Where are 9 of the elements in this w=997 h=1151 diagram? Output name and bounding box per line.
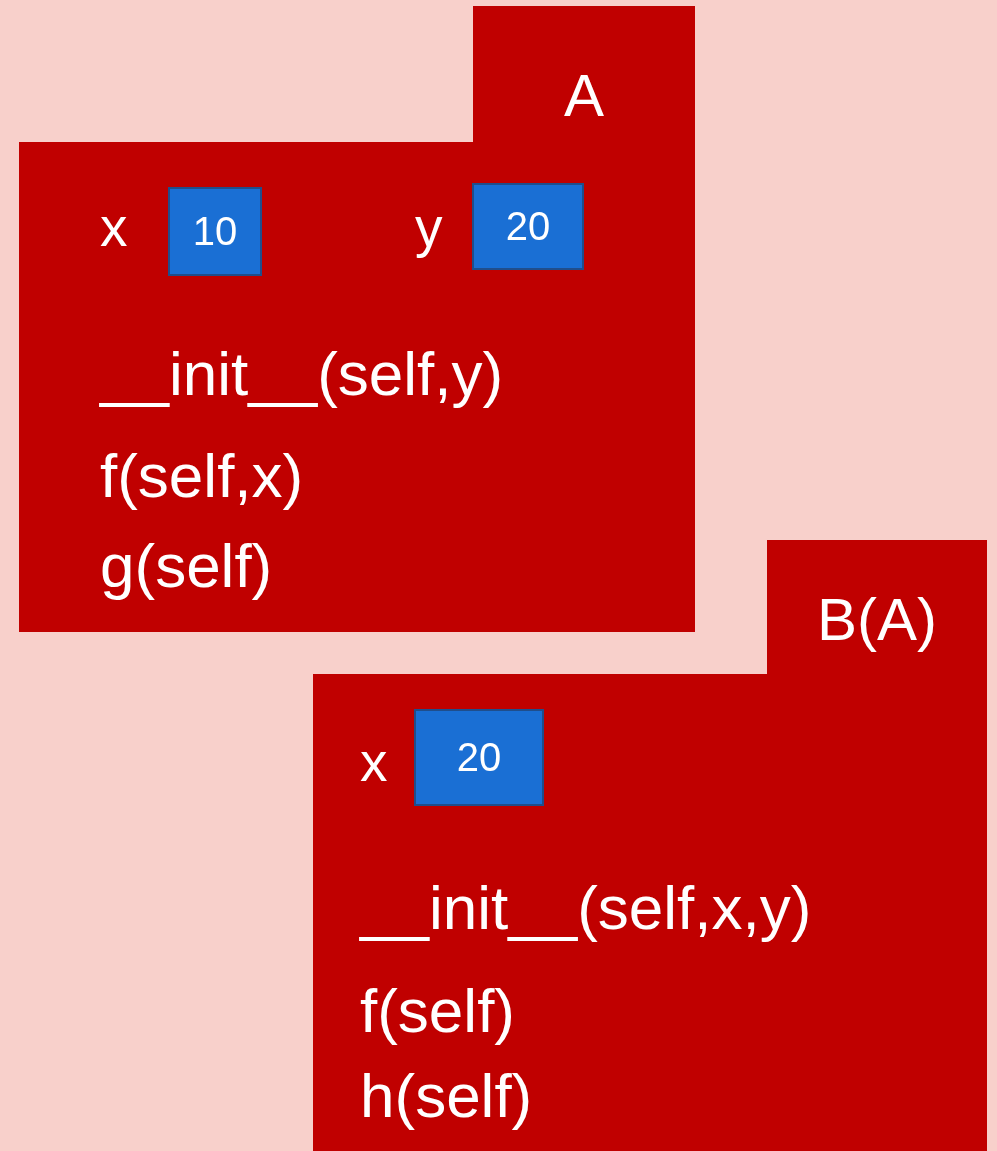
value-box: 10	[168, 187, 262, 276]
class-name: B(A)	[816, 590, 938, 650]
value-box: 20	[472, 183, 584, 270]
class-name: A	[563, 66, 605, 126]
attribute-name: x	[100, 200, 128, 255]
class-folder	[313, 540, 987, 1151]
value-box: 20	[414, 709, 544, 806]
class-folder	[19, 6, 695, 632]
attribute-name: x	[360, 735, 388, 790]
